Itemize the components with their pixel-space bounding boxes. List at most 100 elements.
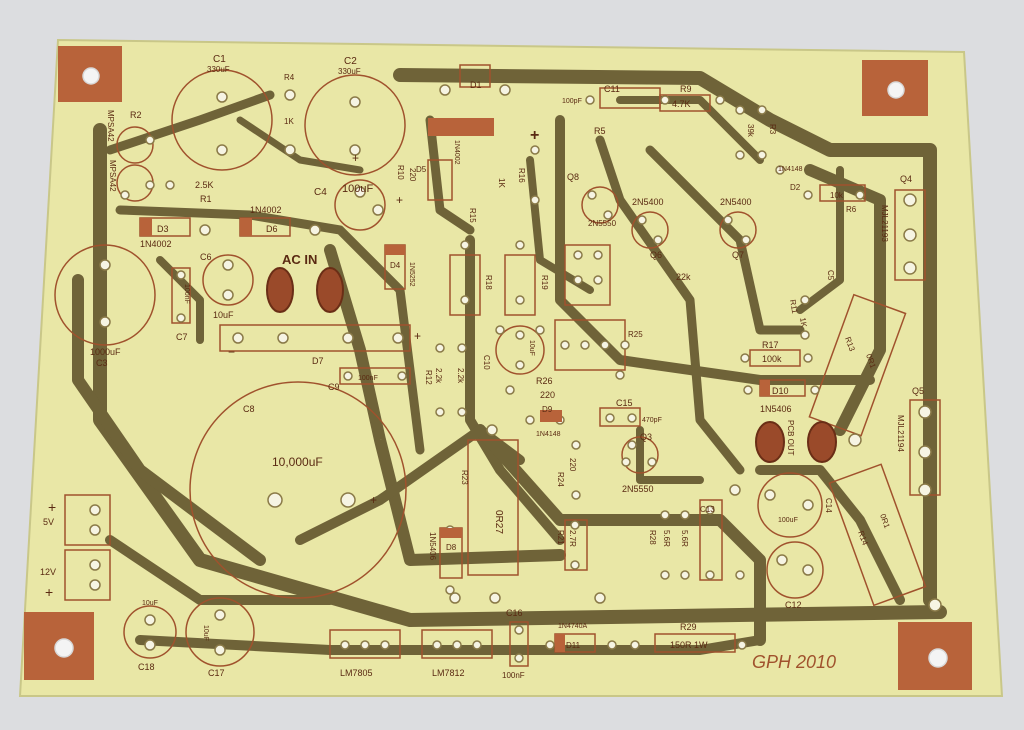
label-d10: D10 (772, 386, 789, 396)
pad (515, 295, 525, 305)
label-d5: D5 (416, 165, 427, 174)
label-c3: C3 (96, 358, 108, 368)
label-c17: C17 (208, 668, 225, 678)
pad (800, 295, 810, 305)
pad (570, 520, 580, 530)
label-d3: D3 (157, 224, 169, 234)
d3-band (140, 218, 152, 236)
mpsa42-outline (116, 126, 154, 164)
pad (855, 190, 865, 200)
component-bands (140, 118, 770, 652)
label-r3: R3 (768, 124, 777, 135)
label-r27: 0R27 (493, 510, 504, 534)
label-r16: R16 (517, 168, 526, 183)
label-d8-value: 1N5406 (428, 532, 437, 561)
label-c15-value: 470pF (642, 417, 662, 424)
d9-band (540, 410, 562, 422)
pad (145, 135, 155, 145)
label-d8: D8 (446, 543, 457, 552)
label-r17-value: 100k (762, 354, 782, 364)
pad (660, 510, 670, 520)
pad (735, 105, 745, 115)
label-r29-value: 150R 1W (670, 640, 708, 650)
label-d11-value: 1N4740A (558, 623, 588, 630)
pad (737, 640, 747, 650)
pad (918, 405, 932, 419)
label-q4-value: MJL21193 (880, 205, 889, 242)
label-q8: Q8 (567, 172, 579, 182)
r9-outline (659, 94, 711, 112)
pad (120, 190, 130, 200)
pad (214, 644, 226, 656)
pad (457, 343, 467, 353)
label-c15: C15 (616, 398, 633, 408)
label-d6-value: 1N4002 (250, 205, 282, 215)
pad (630, 640, 640, 650)
q2-outline (564, 244, 611, 306)
mounting-hole (887, 81, 905, 99)
pad (615, 370, 625, 380)
plus-mark: + (370, 493, 377, 507)
pad (499, 84, 511, 96)
label-q4: Q4 (900, 174, 912, 184)
pad (525, 415, 535, 425)
d1-outline (459, 64, 491, 88)
label-d2-value: 1N4148 (778, 166, 803, 173)
label-r19: R19 (540, 275, 549, 290)
pad (284, 144, 296, 156)
plus-mark: + (414, 329, 421, 343)
pad (740, 353, 750, 363)
pad (776, 554, 788, 566)
label-c4: C4 (314, 187, 327, 198)
pad (165, 180, 175, 190)
pad (342, 332, 354, 344)
mounting-hole (54, 638, 74, 658)
label-r4-value: 1K (284, 117, 294, 126)
pad (810, 385, 820, 395)
label-5v: 5V (43, 517, 54, 527)
pad (343, 371, 353, 381)
label-c13: C13 (700, 505, 715, 514)
d7-outline (219, 324, 411, 352)
pad (918, 445, 932, 459)
c8-outline (189, 381, 407, 599)
pad (560, 340, 570, 350)
label-c1-value: 330uF (207, 65, 230, 74)
pad (621, 457, 631, 467)
label-plus-5v: + (48, 499, 56, 515)
label-c6-value: 10uF (213, 310, 234, 320)
label-d3-value: 1N4002 (140, 239, 172, 249)
label-c18: C18 (138, 662, 155, 672)
pad (918, 483, 932, 497)
c3-outline (54, 244, 156, 346)
pad (530, 195, 540, 205)
pad (729, 484, 741, 496)
label-r10: R10 (396, 165, 405, 180)
label-c16: C16 (506, 608, 523, 618)
pad (392, 332, 404, 344)
pad (803, 353, 813, 363)
pad (340, 492, 356, 508)
label-r9-value: 4.7K (672, 99, 691, 109)
d5-outline (427, 159, 453, 201)
label-c11: C11 (604, 84, 620, 94)
out-pad (755, 421, 785, 463)
pad (267, 492, 283, 508)
label-c18-value: 10uF (142, 600, 158, 607)
r13-outline (808, 293, 907, 437)
pad (802, 564, 814, 576)
label-r12: R12 (424, 370, 433, 385)
label-r26-value: 220 (540, 390, 555, 400)
label-r11: R11 (788, 299, 799, 315)
label-r5: R5 (594, 126, 606, 136)
pad (439, 84, 451, 96)
pad (848, 433, 862, 447)
pad (144, 639, 156, 651)
label-r11-value: 1K (798, 317, 809, 329)
r18-outline (449, 254, 481, 316)
d4-band (385, 245, 405, 255)
pad (489, 592, 501, 604)
r21-outline (564, 519, 588, 571)
connector-5v (64, 494, 111, 546)
r6-outline (819, 184, 866, 202)
